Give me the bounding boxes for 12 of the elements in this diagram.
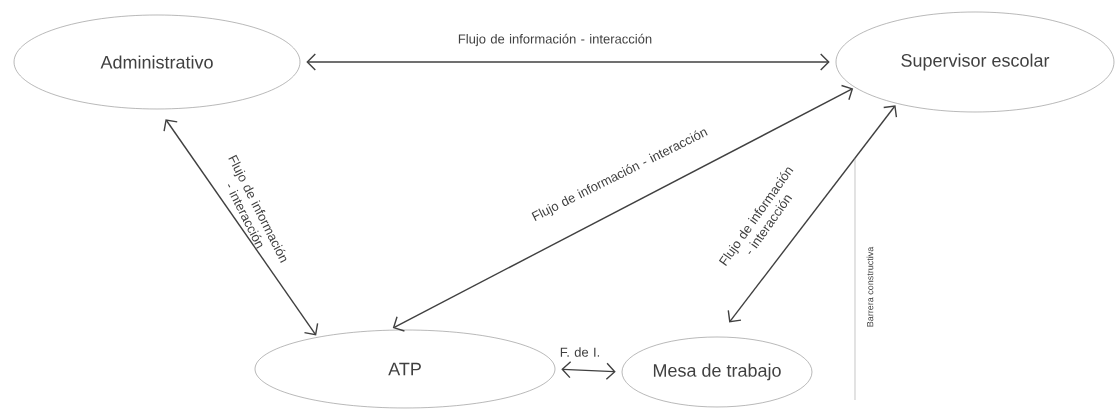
double-arrow — [561, 360, 616, 380]
edge-label: F. de I. — [560, 347, 600, 357]
ellipse-node: ATP — [254, 329, 556, 409]
edge-label: Flujo de información - interacción — [458, 33, 652, 47]
double-arrow — [306, 53, 830, 71]
ellipse-node: Administrativo — [13, 14, 301, 110]
double-arrow — [727, 105, 898, 323]
double-arrow — [392, 84, 854, 332]
barrier-label: Barrera constructiva — [866, 246, 874, 327]
ellipse-node: Mesa de trabajo — [621, 336, 813, 408]
double-arrow — [163, 119, 319, 336]
ellipse-node: Supervisor escolar — [835, 11, 1115, 113]
